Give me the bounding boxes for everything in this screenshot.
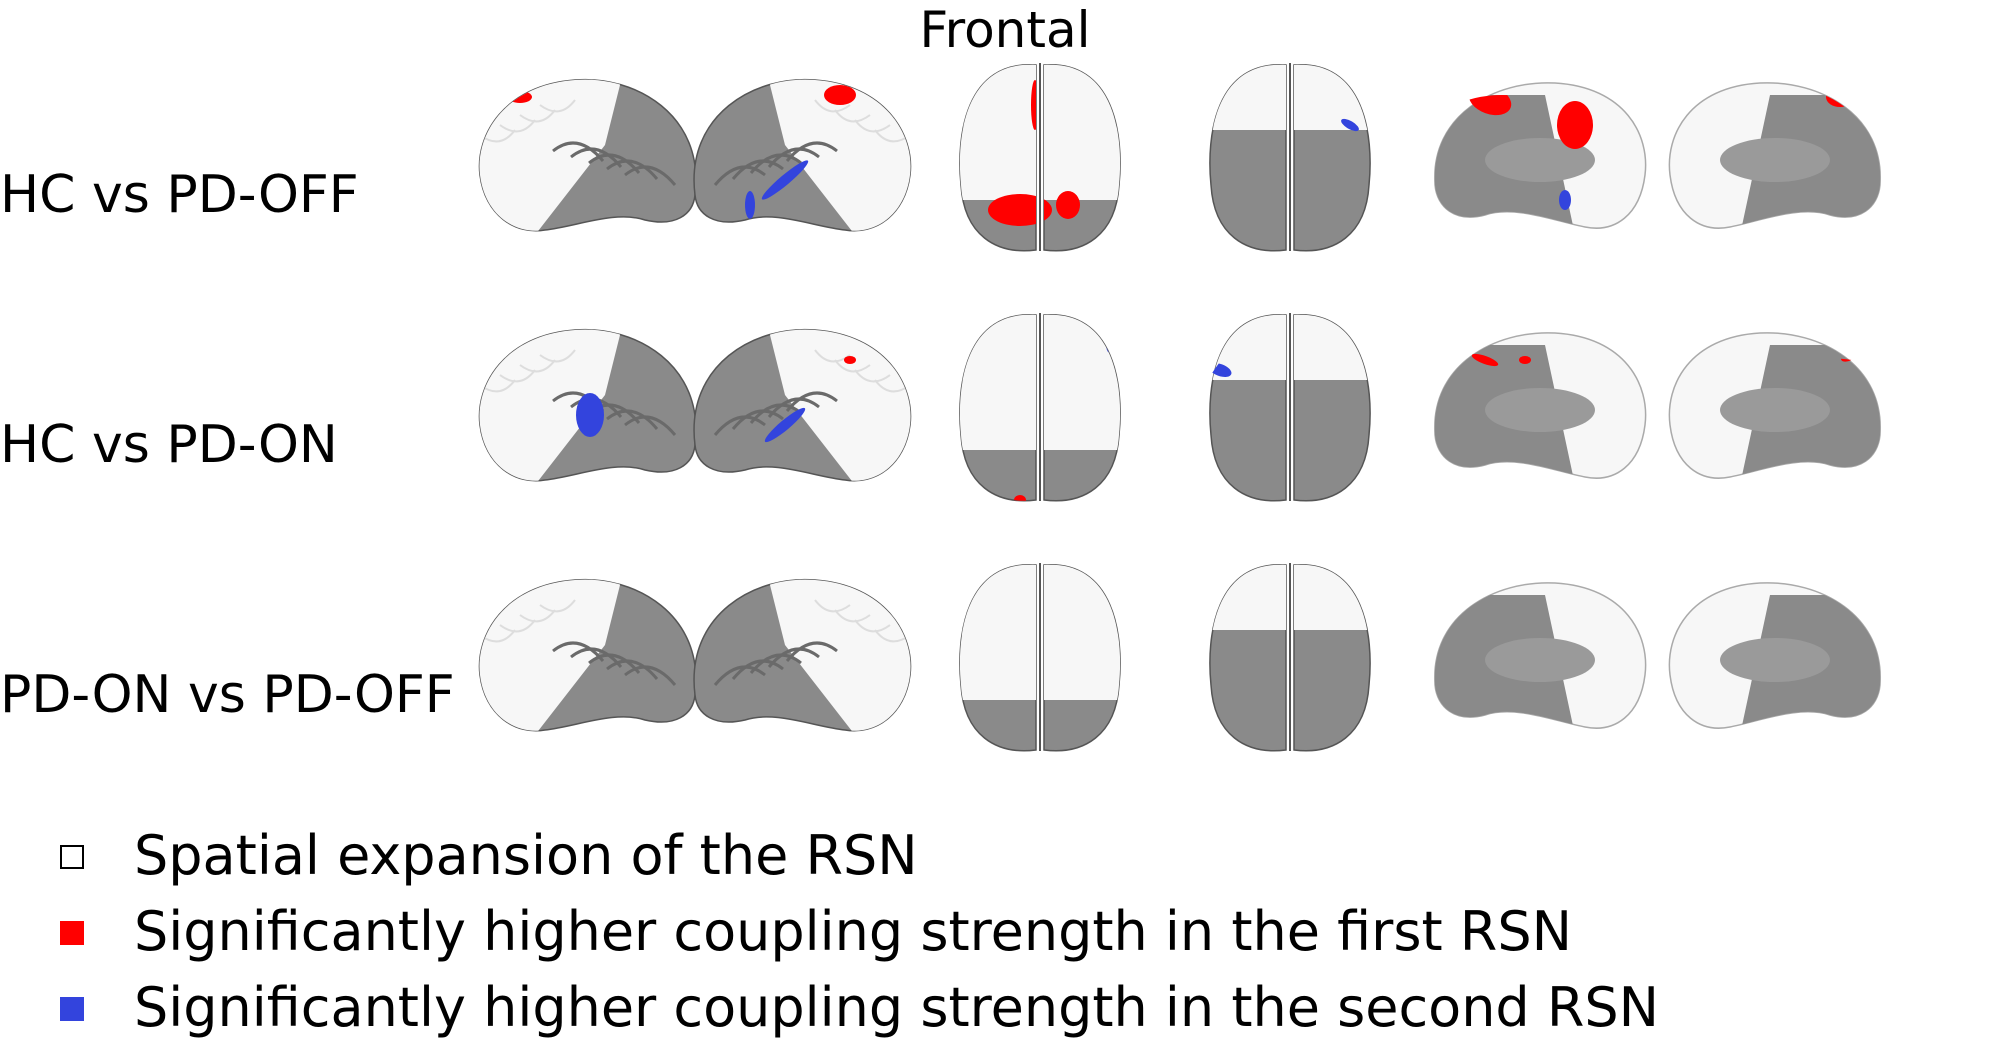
red-region	[1471, 353, 1499, 367]
blue-region	[764, 407, 806, 443]
blue-region	[745, 191, 755, 219]
legend-label: Significantly higher coupling strength i…	[134, 900, 1572, 963]
row-label-hc-vs-pd-on: HC vs PD-ON	[0, 415, 338, 475]
blue-region	[576, 393, 604, 437]
brain-lateral-left	[478, 578, 697, 732]
brain-superior	[959, 63, 1121, 252]
red-region	[1031, 80, 1039, 130]
legend-item-spatial-expansion: Spatial expansion of the RSN	[60, 820, 1760, 892]
brain-inferior	[1209, 563, 1371, 752]
red-region	[824, 85, 856, 105]
brain-medial-right	[1668, 332, 1881, 479]
brain-lateral-right	[693, 78, 912, 232]
brain-inferior	[1209, 63, 1371, 252]
row-label-hc-vs-pd-off: HC vs PD-OFF	[0, 165, 359, 225]
legend-label: Spatial expansion of the RSN	[134, 824, 918, 887]
legend-swatch-blue	[60, 997, 84, 1021]
legend-item-first-rsn: Significantly higher coupling strength i…	[60, 896, 1760, 968]
brain-medial-right	[1668, 582, 1881, 729]
blue-region	[1559, 190, 1571, 210]
brain-medial-left	[1434, 582, 1647, 729]
legend-swatch-white	[60, 845, 84, 869]
brain-superior	[959, 563, 1121, 752]
legend-item-second-rsn: Significantly higher coupling strength i…	[60, 972, 1760, 1044]
red-region	[1519, 356, 1531, 364]
brain-superior	[959, 313, 1121, 502]
legend-swatch-red	[60, 921, 84, 945]
blue-region	[1341, 118, 1359, 132]
brain-lateral-right	[693, 328, 912, 482]
brain-medial-right	[1668, 82, 1881, 229]
brain-inferior	[1208, 313, 1371, 502]
red-region	[1056, 191, 1080, 219]
blue-region	[1106, 337, 1114, 353]
brain-medial-left	[1434, 332, 1647, 479]
blue-region	[761, 160, 809, 200]
red-region	[844, 356, 856, 364]
red-region	[988, 194, 1052, 226]
red-region	[508, 91, 532, 103]
brain-lateral-left	[478, 78, 697, 232]
red-region	[1557, 101, 1593, 149]
legend-label: Significantly higher coupling strength i…	[134, 976, 1660, 1039]
brain-lateral-right	[693, 578, 912, 732]
brain-medial-left	[1434, 82, 1647, 229]
figure-title: Frontal	[919, 1, 1091, 59]
legend: Spatial expansion of the RSN Significant…	[60, 820, 1760, 1048]
brain-panels	[478, 63, 1881, 752]
row-label-pd-on-vs-pd-off: PD-ON vs PD-OFF	[0, 665, 455, 725]
red-region	[1014, 495, 1026, 501]
brain-lateral-left	[478, 328, 697, 482]
